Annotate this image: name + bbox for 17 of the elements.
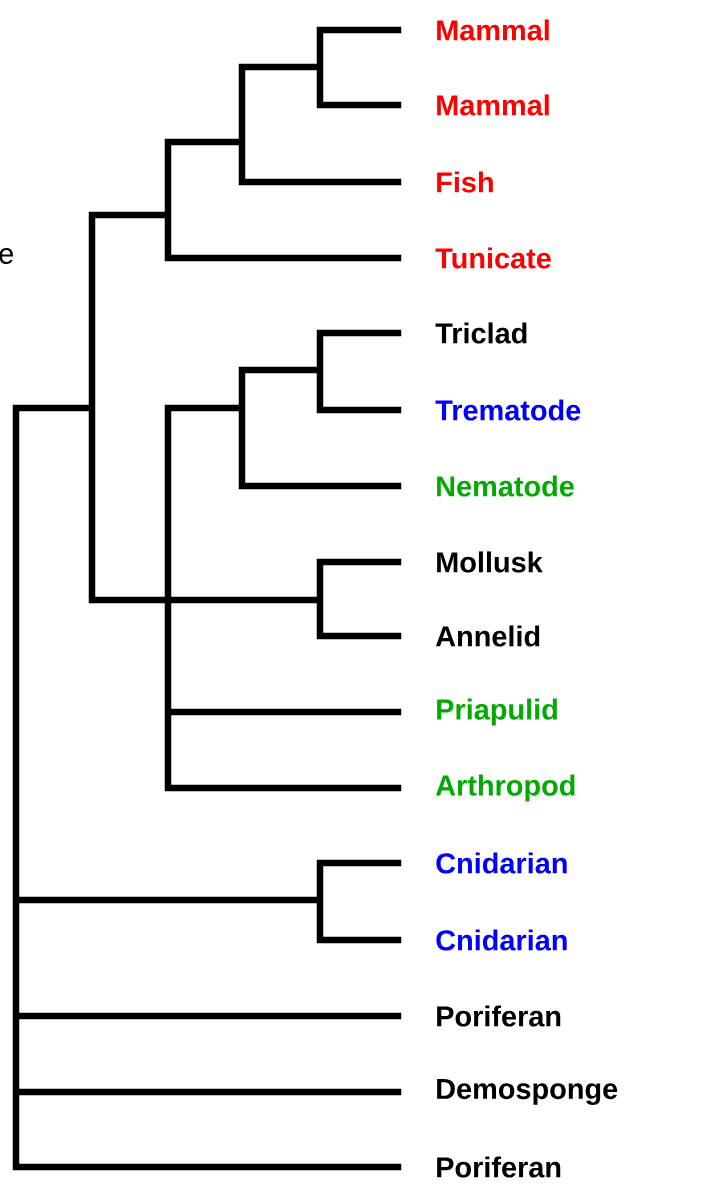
leaf-label: Poriferan (437, 1005, 561, 1027)
leaf-label: Annelid (435, 625, 540, 647)
leaf-label: Arthropod (435, 774, 575, 802)
leaf-label: Triclad (435, 322, 527, 344)
leaf-label: Nematode (437, 475, 574, 497)
leaf-label: Cnidarian (436, 929, 567, 951)
leaf-label: Priapulid (437, 698, 557, 726)
leaf-label: Mammal (437, 94, 549, 116)
leaf-label: Trematode (435, 399, 581, 421)
leaf-label: Poriferan (437, 1156, 561, 1178)
leaf-label: Mollusk (437, 551, 543, 573)
leaf-label: Tunicate (435, 247, 551, 269)
leaf-label: Cnidarian (436, 852, 567, 874)
text-fragment: e (0, 248, 13, 264)
leaf-label: Demosponge (437, 1079, 618, 1105)
leaf-label: Fish (437, 171, 493, 193)
leaf-label: Mammal (437, 19, 549, 41)
